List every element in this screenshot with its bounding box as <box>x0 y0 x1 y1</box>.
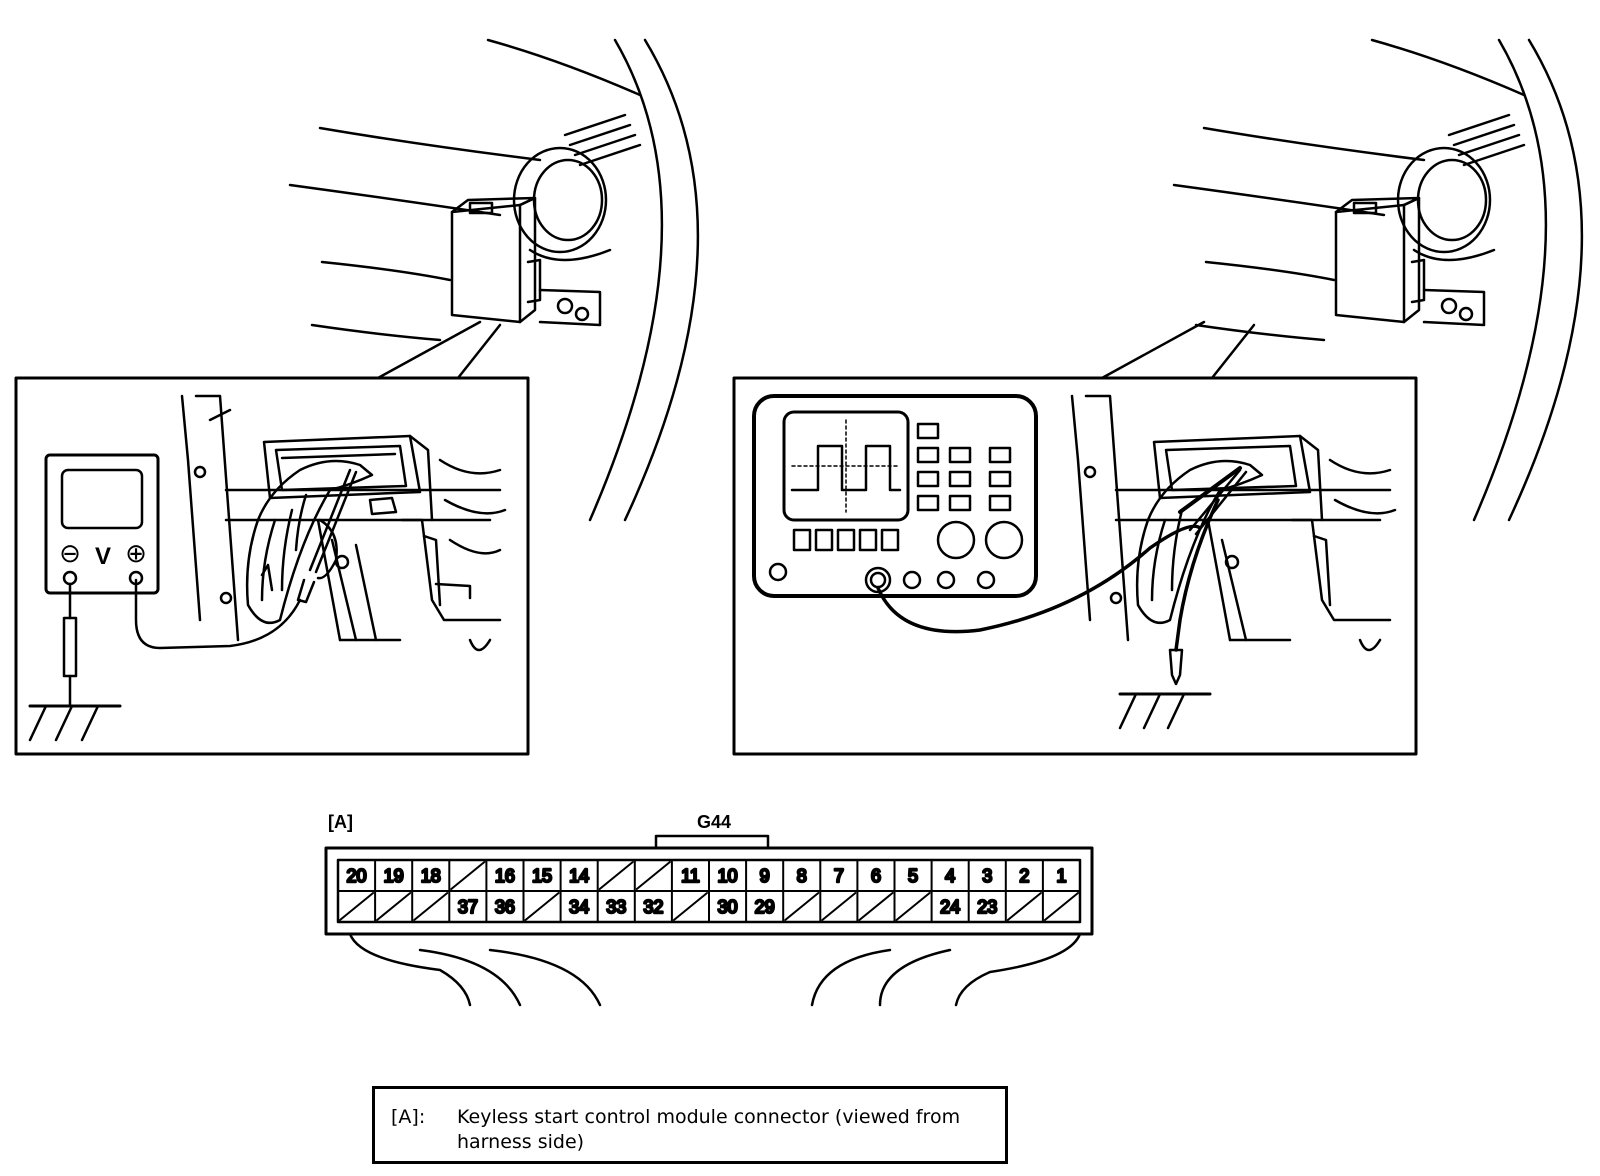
right-inset-oscilloscope <box>732 376 1418 756</box>
unused-pin-slash <box>339 892 375 921</box>
connector-g44 <box>324 834 1094 1007</box>
unused-pin-slash <box>821 892 857 921</box>
legend-key: [A]: <box>391 1106 426 1128</box>
right-dashboard-scene <box>1100 38 1584 522</box>
pin-number-37: 37 <box>458 897 478 917</box>
unused-pin-slash <box>858 892 894 921</box>
pin-number-4: 4 <box>945 866 955 886</box>
unused-pin-slash <box>524 892 560 921</box>
pin-number-14: 14 <box>569 866 589 886</box>
legend-box: [A]: Keyless start control module connec… <box>372 1086 1008 1164</box>
unused-pin-slash <box>784 892 820 921</box>
meter-unit-label: V <box>95 543 111 570</box>
pin-number-1: 1 <box>1056 866 1066 886</box>
meter-negative-terminal: ⊖ <box>59 539 81 569</box>
pin-number-32: 32 <box>643 897 663 917</box>
pin-number-8: 8 <box>797 866 807 886</box>
pin-number-15: 15 <box>532 866 552 886</box>
pin-number-18: 18 <box>421 866 441 886</box>
unused-pin-slash <box>1006 892 1042 921</box>
left-dashboard-scene <box>288 38 700 522</box>
pin-number-20: 20 <box>347 866 367 886</box>
unused-pin-slash <box>598 861 634 890</box>
connector-code: G44 <box>697 812 731 832</box>
pin-number-33: 33 <box>606 897 626 917</box>
pin-number-7: 7 <box>834 866 844 886</box>
pin-number-29: 29 <box>755 897 775 917</box>
pin-number-5: 5 <box>908 866 918 886</box>
unused-pin-slash <box>672 892 708 921</box>
pin-number-11: 11 <box>681 866 700 886</box>
connector-tag: [A] <box>328 812 353 832</box>
unused-pin-slash <box>1043 892 1079 921</box>
unused-pin-slash <box>376 892 412 921</box>
unused-pin-slash <box>635 861 671 890</box>
pin-number-30: 30 <box>718 897 738 917</box>
pin-number-10: 10 <box>718 866 738 886</box>
unused-pin-slash <box>450 861 486 890</box>
pin-number-16: 16 <box>495 866 515 886</box>
pin-number-34: 34 <box>569 897 589 917</box>
pin-number-23: 23 <box>977 897 997 917</box>
meter-positive-terminal: ⊕ <box>125 539 147 569</box>
pin-number-9: 9 <box>760 866 770 886</box>
unused-pin-slash <box>413 892 449 921</box>
legend-text: Keyless start control module connector (… <box>457 1106 961 1153</box>
pin-number-2: 2 <box>1019 866 1029 886</box>
pin-number-19: 19 <box>384 866 404 886</box>
pin-number-3: 3 <box>982 866 992 886</box>
pin-number-36: 36 <box>495 897 515 917</box>
pin-number-24: 24 <box>940 897 960 917</box>
unused-pin-slash <box>895 892 931 921</box>
pin-number-6: 6 <box>871 866 881 886</box>
left-inset-voltmeter <box>14 376 530 756</box>
